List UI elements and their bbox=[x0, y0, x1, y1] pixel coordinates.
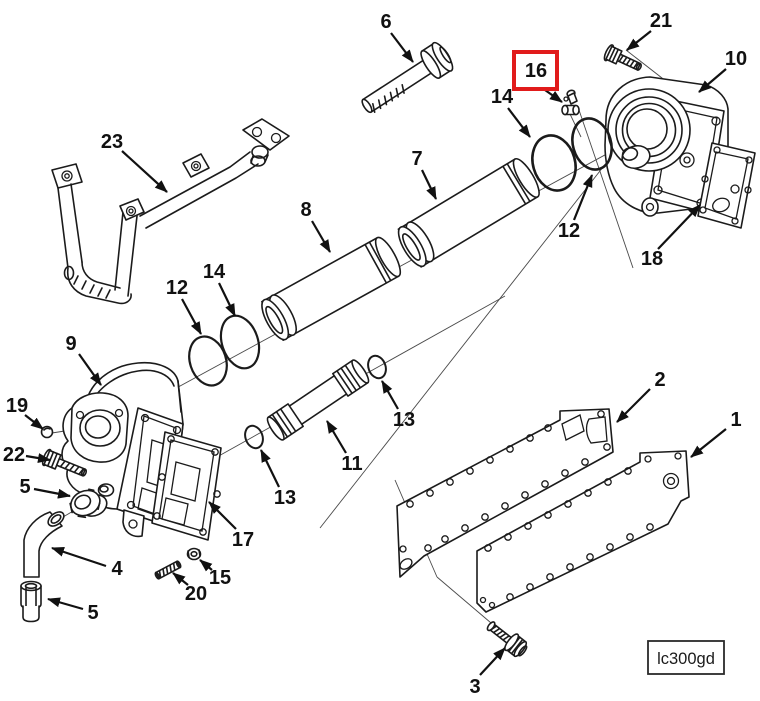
callout-1-25[interactable]: 1 bbox=[730, 409, 741, 431]
part-23-bracket bbox=[51, 118, 290, 305]
part-17-gasket bbox=[151, 431, 222, 541]
part-18-gasket bbox=[697, 142, 756, 229]
callout-11-21[interactable]: 11 bbox=[341, 453, 362, 475]
part-16-fitting bbox=[561, 89, 580, 116]
callout-arrow-6-0 bbox=[390, 32, 414, 63]
part-5-fitting-upper bbox=[69, 488, 108, 519]
callout-23-8[interactable]: 23 bbox=[101, 131, 123, 153]
part-2-gasket bbox=[396, 408, 614, 578]
part-15-nut bbox=[186, 547, 202, 561]
callout-9-12[interactable]: 9 bbox=[65, 333, 76, 355]
callout-19-13[interactable]: 19 bbox=[6, 395, 28, 417]
callout-5-15[interactable]: 5 bbox=[19, 476, 30, 498]
callout-arrow-9-12 bbox=[78, 353, 102, 386]
part-7-tube bbox=[397, 157, 540, 268]
oring-12-top bbox=[571, 117, 613, 171]
part-19-plug bbox=[40, 425, 54, 439]
oring-13-right bbox=[367, 354, 387, 380]
callout-arrow-12-10 bbox=[181, 298, 202, 335]
part-11-tube bbox=[266, 359, 370, 441]
callout-14-11[interactable]: 14 bbox=[203, 261, 226, 283]
callout-arrow-16-3 bbox=[544, 89, 563, 103]
callout-arrow-15-19 bbox=[199, 559, 213, 572]
callout-arrow-20-20 bbox=[172, 572, 189, 586]
callout-arrow-8-7 bbox=[311, 220, 331, 253]
callout-5-17[interactable]: 5 bbox=[87, 602, 98, 624]
callout-7-6[interactable]: 7 bbox=[411, 148, 422, 170]
figure-code-box bbox=[647, 640, 725, 675]
callout-arrow-13-23 bbox=[381, 380, 399, 410]
callout-arrow-17-18 bbox=[208, 501, 237, 530]
callout-10-2[interactable]: 10 bbox=[725, 48, 747, 70]
part-4-hose bbox=[23, 511, 65, 578]
callout-arrow-7-6 bbox=[421, 169, 437, 200]
callout-arrow-19-13 bbox=[24, 414, 44, 430]
callout-16-3[interactable]: 16 bbox=[525, 60, 547, 82]
part-6-bolt bbox=[361, 41, 454, 114]
callout-20-20[interactable]: 20 bbox=[185, 583, 207, 605]
oring-12-left bbox=[188, 335, 228, 387]
part-20-stud bbox=[154, 560, 182, 580]
oring-13-left bbox=[244, 424, 264, 450]
callout-arrow-2-24 bbox=[616, 388, 651, 423]
callout-14-4[interactable]: 14 bbox=[491, 86, 514, 108]
callout-22-14[interactable]: 22 bbox=[3, 444, 25, 466]
callout-arrow-3-26 bbox=[479, 647, 506, 676]
callout-17-18[interactable]: 17 bbox=[232, 529, 254, 551]
callout-21-1[interactable]: 21 bbox=[650, 10, 672, 32]
part-10-cover-housing bbox=[604, 76, 729, 217]
figure-code-text: lc300gd bbox=[657, 650, 715, 668]
callout-arrow-12-5 bbox=[572, 174, 594, 221]
part-1-gasket bbox=[476, 450, 690, 613]
callout-12-5[interactable]: 12 bbox=[558, 220, 580, 242]
callout-arrow-11-21 bbox=[326, 420, 347, 454]
callout-arrow-13-22 bbox=[260, 449, 280, 488]
callout-8-7[interactable]: 8 bbox=[300, 199, 311, 221]
callout-arrow-5-15 bbox=[33, 487, 71, 499]
callout-2-24[interactable]: 2 bbox=[654, 369, 665, 391]
callout-arrow-14-4 bbox=[507, 107, 531, 138]
callout-13-22[interactable]: 13 bbox=[274, 487, 296, 509]
callout-arrow-22-14 bbox=[25, 453, 51, 463]
oring-14-top bbox=[531, 134, 577, 192]
callout-3-26[interactable]: 3 bbox=[469, 676, 480, 698]
callout-12-10[interactable]: 12 bbox=[166, 277, 188, 299]
oring-14-left bbox=[219, 314, 261, 370]
callout-arrow-4-16 bbox=[51, 546, 107, 568]
callout-arrow-21-1 bbox=[626, 30, 652, 51]
callout-arrow-18-9 bbox=[657, 204, 701, 250]
callout-arrow-1-25 bbox=[690, 428, 727, 458]
callout-4-16[interactable]: 4 bbox=[111, 558, 123, 580]
callout-15-19[interactable]: 15 bbox=[209, 567, 231, 589]
callout-arrow-23-8 bbox=[121, 150, 168, 193]
callout-18-9[interactable]: 18 bbox=[641, 248, 663, 270]
callout-arrow-5-17 bbox=[47, 597, 84, 611]
callout-6-0[interactable]: 6 bbox=[380, 11, 391, 33]
part-3-screw bbox=[486, 621, 528, 658]
highlight-box bbox=[512, 50, 559, 91]
figure-code: lc300gd bbox=[647, 640, 725, 675]
part-5-fitting-lower bbox=[20, 580, 42, 623]
callout-arrow-14-11 bbox=[218, 282, 236, 317]
callout-13-23[interactable]: 13 bbox=[393, 409, 415, 431]
part-21-screw bbox=[603, 44, 642, 71]
part-8-tube bbox=[261, 236, 402, 342]
callout-arrow-10-2 bbox=[698, 68, 727, 93]
